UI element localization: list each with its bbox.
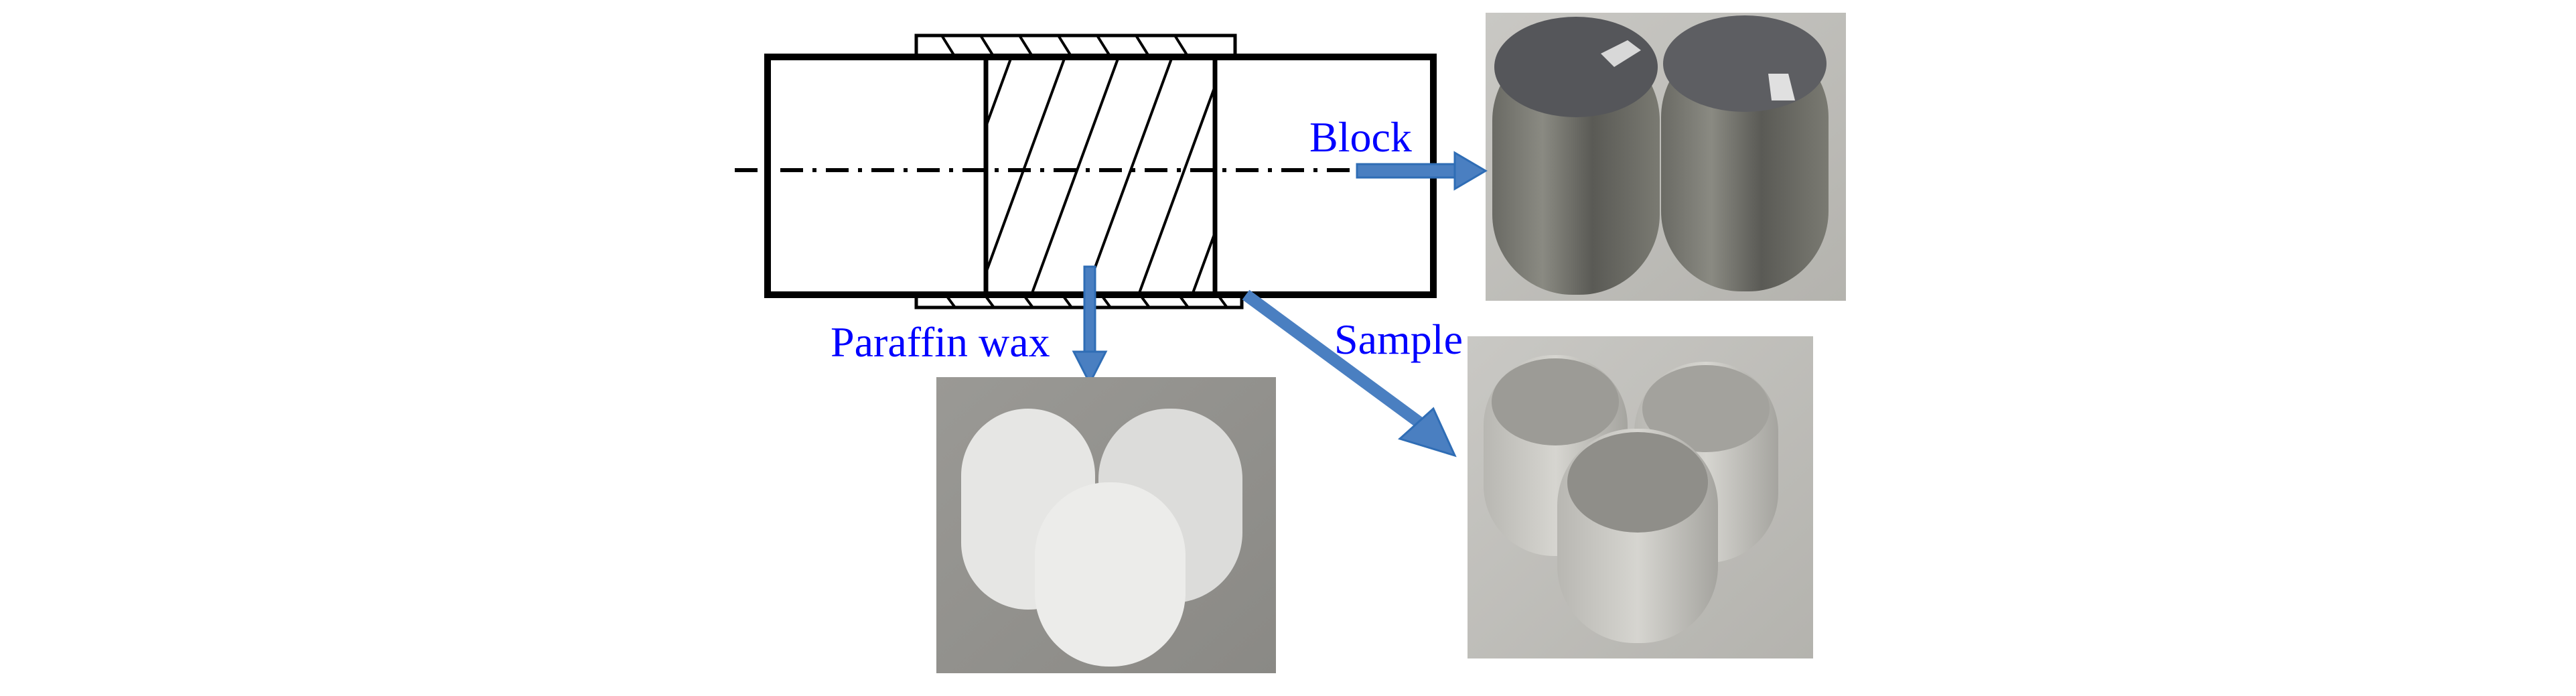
block-photo [1486,13,1846,301]
hatch-line [1191,228,1215,295]
paraffin-hatch [986,57,1215,295]
paraffin-arrow [1072,265,1108,386]
hatch-line [1173,36,1190,57]
hatch-line [1084,57,1173,295]
sample-photo [1468,336,1813,658]
hatch-line [1030,57,1120,295]
sample-arrow [1242,289,1457,458]
paraffin-wax-photo [936,377,1276,673]
block-arrow [1356,151,1488,191]
sample-label: Sample [1334,316,1463,363]
hatch-line [1018,36,1034,57]
block-label: Block [1309,113,1412,161]
hatch-line [1137,82,1215,295]
hatch-line [1135,36,1151,57]
hatch-line [979,36,995,57]
specimen-assembly [764,54,1437,298]
paraffin-wax-label: Paraffin wax [831,318,1050,366]
hatch-line [1057,36,1073,57]
hatch-line [986,57,1013,131]
hatch-line [1096,36,1112,57]
hatch-line [986,57,1066,277]
hatch-line [940,36,956,57]
